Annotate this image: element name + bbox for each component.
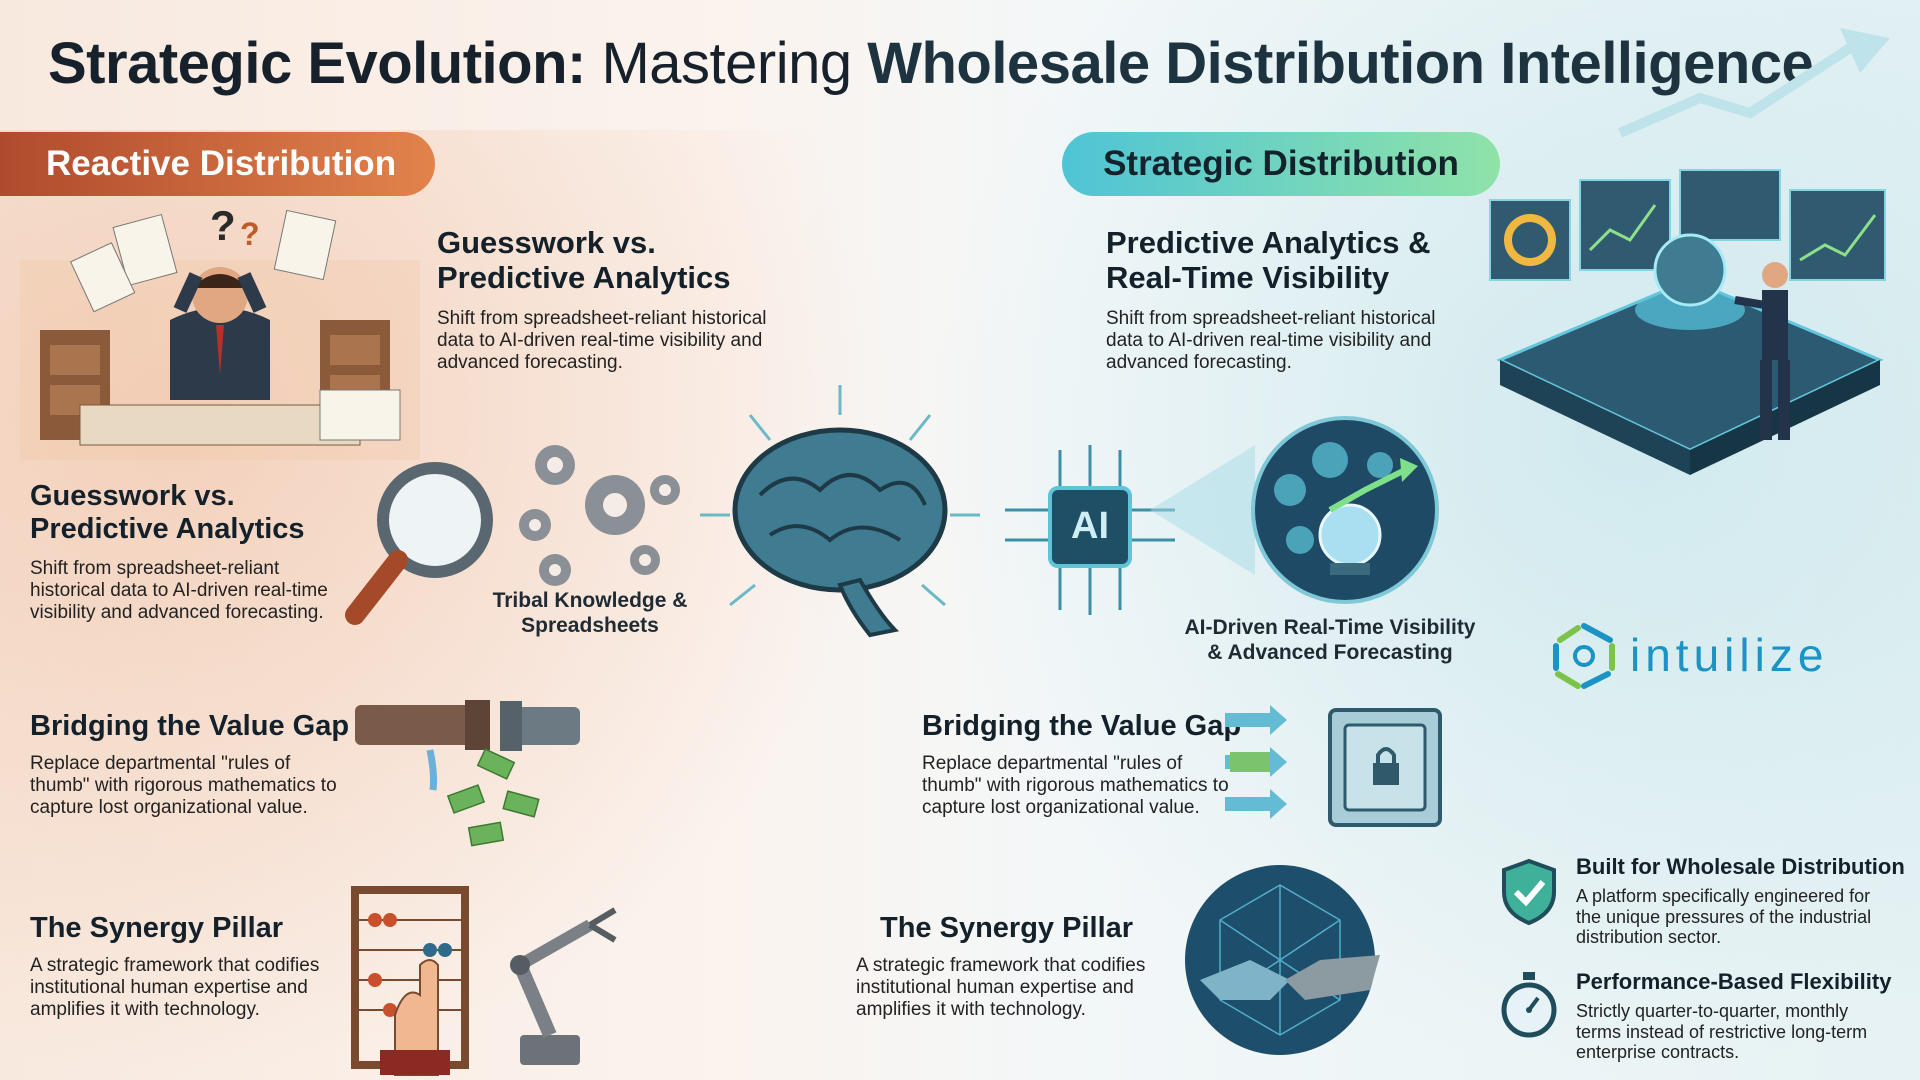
left-section3-heading: Bridging the Value Gap: [30, 710, 350, 742]
left-section1-heading: Guesswork vs. Predictive Analytics: [437, 225, 731, 296]
strategic-distribution-pill: Strategic Distribution: [1062, 132, 1500, 196]
vault-icon: [1225, 705, 1442, 827]
ai-chip-icon: [1005, 445, 1175, 615]
left-section2-heading: Guesswork vs. Predictive Analytics: [30, 480, 305, 545]
left-section2-body: Shift from spreadsheet-reliant historica…: [30, 558, 328, 623]
crystal-ball-icon: [1150, 416, 1439, 604]
left-section4-body: A strategic framework that codifies inst…: [30, 955, 320, 1020]
stressed-man-illustration: ? ?: [20, 202, 420, 460]
svg-text:?: ?: [240, 216, 260, 252]
handshake-icon: [1185, 865, 1380, 1055]
feature2-body: Strictly quarter-to-quarter, monthly ter…: [1576, 1001, 1868, 1063]
left-background: [0, 130, 900, 1080]
feature2-heading: Performance-Based Flexibility: [1576, 969, 1892, 994]
left-section1-body: Shift from spreadsheet-reliant historica…: [437, 308, 767, 373]
right-section1-body: Shift from spreadsheet-reliant historica…: [1106, 308, 1436, 373]
page-title: Strategic Evolution: Mastering Wholesale…: [48, 30, 1814, 97]
abacus-robot-illustration: [351, 886, 617, 1076]
growth-arrow-icon: [1617, 28, 1890, 138]
tribal-knowledge-label: Tribal Knowledge & Spreadsheets: [492, 589, 688, 638]
title-part-1: Strategic Evolution:: [48, 31, 586, 96]
dashboard-illustration: [1489, 169, 1886, 475]
title-part-2: Mastering: [585, 31, 868, 96]
right-section1-heading: Predictive Analytics & Real-Time Visibil…: [1106, 225, 1431, 296]
svg-text:?: ?: [210, 202, 236, 249]
intuilize-logo-text: intuilize: [1630, 629, 1829, 681]
right-section2-heading: Bridging the Value Gap: [922, 710, 1242, 742]
feature1-heading: Built for Wholesale Distribution: [1576, 854, 1905, 879]
ai-chip-label: AI: [1071, 505, 1109, 547]
title-part-3: Wholesale Distribution Intelligence: [867, 31, 1814, 96]
gears-icon: [519, 445, 680, 586]
left-section3-body: Replace departmental "rules of thumb" wi…: [30, 753, 337, 818]
magnifier-icon: [345, 462, 493, 625]
left-section4-heading: The Synergy Pillar: [30, 912, 284, 944]
ai-driven-caption: AI-Driven Real-Time Visibility & Advance…: [1184, 616, 1476, 665]
right-section2-body: Replace departmental "rules of thumb" wi…: [922, 753, 1229, 818]
reactive-distribution-pill: Reactive Distribution: [0, 132, 435, 196]
stopwatch-icon: [1501, 972, 1557, 1038]
leaking-pipe-icon: [355, 700, 580, 847]
right-section3-heading: The Synergy Pillar: [880, 912, 1134, 944]
shield-check-icon: [1502, 858, 1556, 926]
feature1-body: A platform specifically engineered for t…: [1576, 886, 1872, 948]
brain-icon: [700, 385, 980, 638]
intuilize-logo-icon: [1553, 623, 1615, 689]
right-section3-body: A strategic framework that codifies inst…: [856, 955, 1146, 1020]
